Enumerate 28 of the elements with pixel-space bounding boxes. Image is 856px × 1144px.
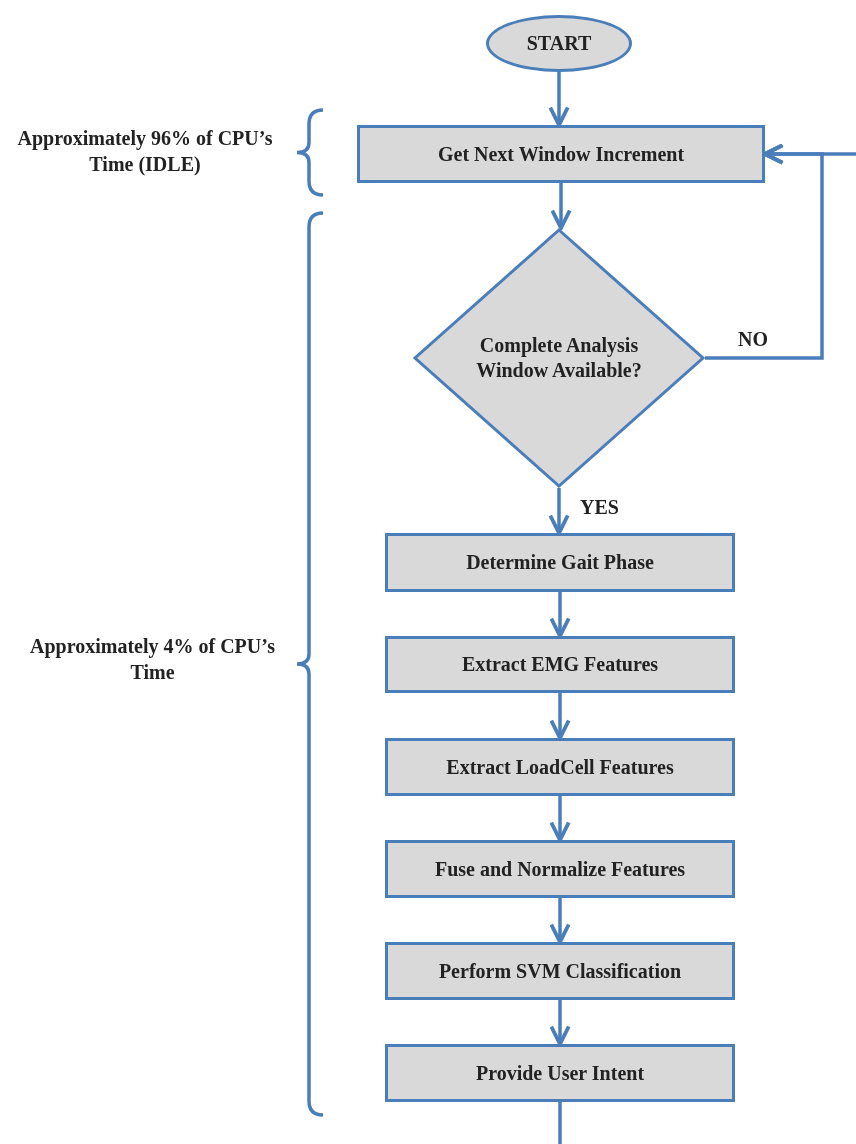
process-box xyxy=(385,1044,735,1102)
annotation-text: Approximately 4% of CPU’s Time xyxy=(29,634,276,685)
node-text: Provide User Intent xyxy=(474,1060,646,1086)
process-box xyxy=(385,636,735,693)
arrow xyxy=(549,898,571,944)
arrow xyxy=(548,488,570,535)
process-box xyxy=(385,840,735,898)
annotation-text: Approximately 96% of CPU’s Time (IDLE) xyxy=(16,126,274,177)
node-text: Get Next Window Increment xyxy=(436,141,686,167)
arrow xyxy=(549,592,571,638)
arrow xyxy=(550,183,572,230)
node-text: Perform SVM Classification xyxy=(437,958,683,984)
process-box xyxy=(385,738,735,796)
arrow xyxy=(548,72,570,127)
arrow xyxy=(549,796,571,842)
process-box xyxy=(385,942,735,1000)
arrow xyxy=(549,693,571,740)
process-box xyxy=(385,533,735,592)
node-text: Determine Gait Phase xyxy=(465,550,655,575)
node-text: Complete Analysis Window Available? xyxy=(475,333,643,383)
node-text: Extract LoadCell Features xyxy=(445,754,675,780)
node-text: Fuse and Normalize Features xyxy=(433,856,687,882)
node-text: Extract EMG Features xyxy=(460,652,660,677)
arrow xyxy=(763,143,856,165)
node-text: START xyxy=(525,31,593,56)
arrow xyxy=(549,1000,571,1046)
decision-diamond xyxy=(413,228,705,488)
process-box xyxy=(357,125,765,183)
